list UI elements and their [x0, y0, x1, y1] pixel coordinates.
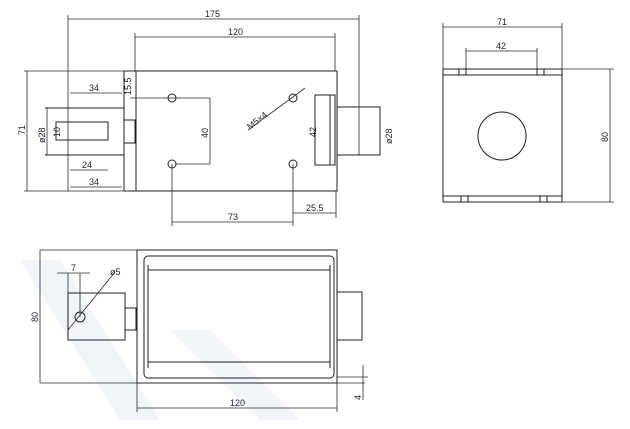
dim-24: 24 [82, 160, 92, 170]
dim-rod-dia: ø28 [384, 128, 394, 144]
dim-plate-height: 42 [308, 127, 318, 137]
dim-shaft-dia: 10 [52, 127, 62, 137]
top-rod [336, 291, 363, 341]
dim-hole-spacing-horizontal: 73 [228, 212, 238, 222]
top-view: 80 7 ø5 120 4 [30, 249, 368, 412]
side-body [442, 68, 563, 203]
rod [336, 106, 381, 156]
dim-offset: 4 [353, 395, 363, 400]
dim-side-height: 80 [600, 132, 610, 142]
bore-circle [477, 111, 527, 161]
dim-plunger-dia: ø28 [37, 127, 47, 143]
dim-hole-spacing-vertical: 40 [200, 128, 210, 138]
dim-overall-length: 175 [205, 9, 220, 19]
dim-15-5: 15.5 [123, 77, 133, 95]
dim-slot-spacing: 42 [496, 41, 506, 51]
dim-pin-offset: 7 [71, 263, 76, 273]
coil-frame [143, 255, 335, 379]
dim-34-top: 34 [89, 83, 99, 93]
dim-body-length: 120 [228, 27, 243, 37]
front-hub [123, 119, 136, 144]
front-body [135, 70, 338, 192]
front-view: 175 120 71 ø28 10 34 24 34 15.5 40 M5×4 … [17, 9, 394, 226]
thread-note: M5×4 [245, 110, 269, 132]
dim-pin-dia: ø5 [110, 267, 121, 277]
dim-edge-offset: 25.5 [306, 203, 324, 213]
watermark [20, 260, 300, 420]
dim-side-width: 71 [497, 17, 507, 27]
dim-height: 71 [17, 125, 27, 135]
dim-top-height: 80 [30, 312, 40, 322]
end-plate [314, 94, 336, 166]
dim-top-body-length: 120 [230, 398, 245, 408]
shaft [55, 121, 109, 141]
dim-34-bottom: 34 [89, 177, 99, 187]
side-view: 71 42 80 [442, 17, 614, 203]
mount-hole [288, 93, 298, 103]
